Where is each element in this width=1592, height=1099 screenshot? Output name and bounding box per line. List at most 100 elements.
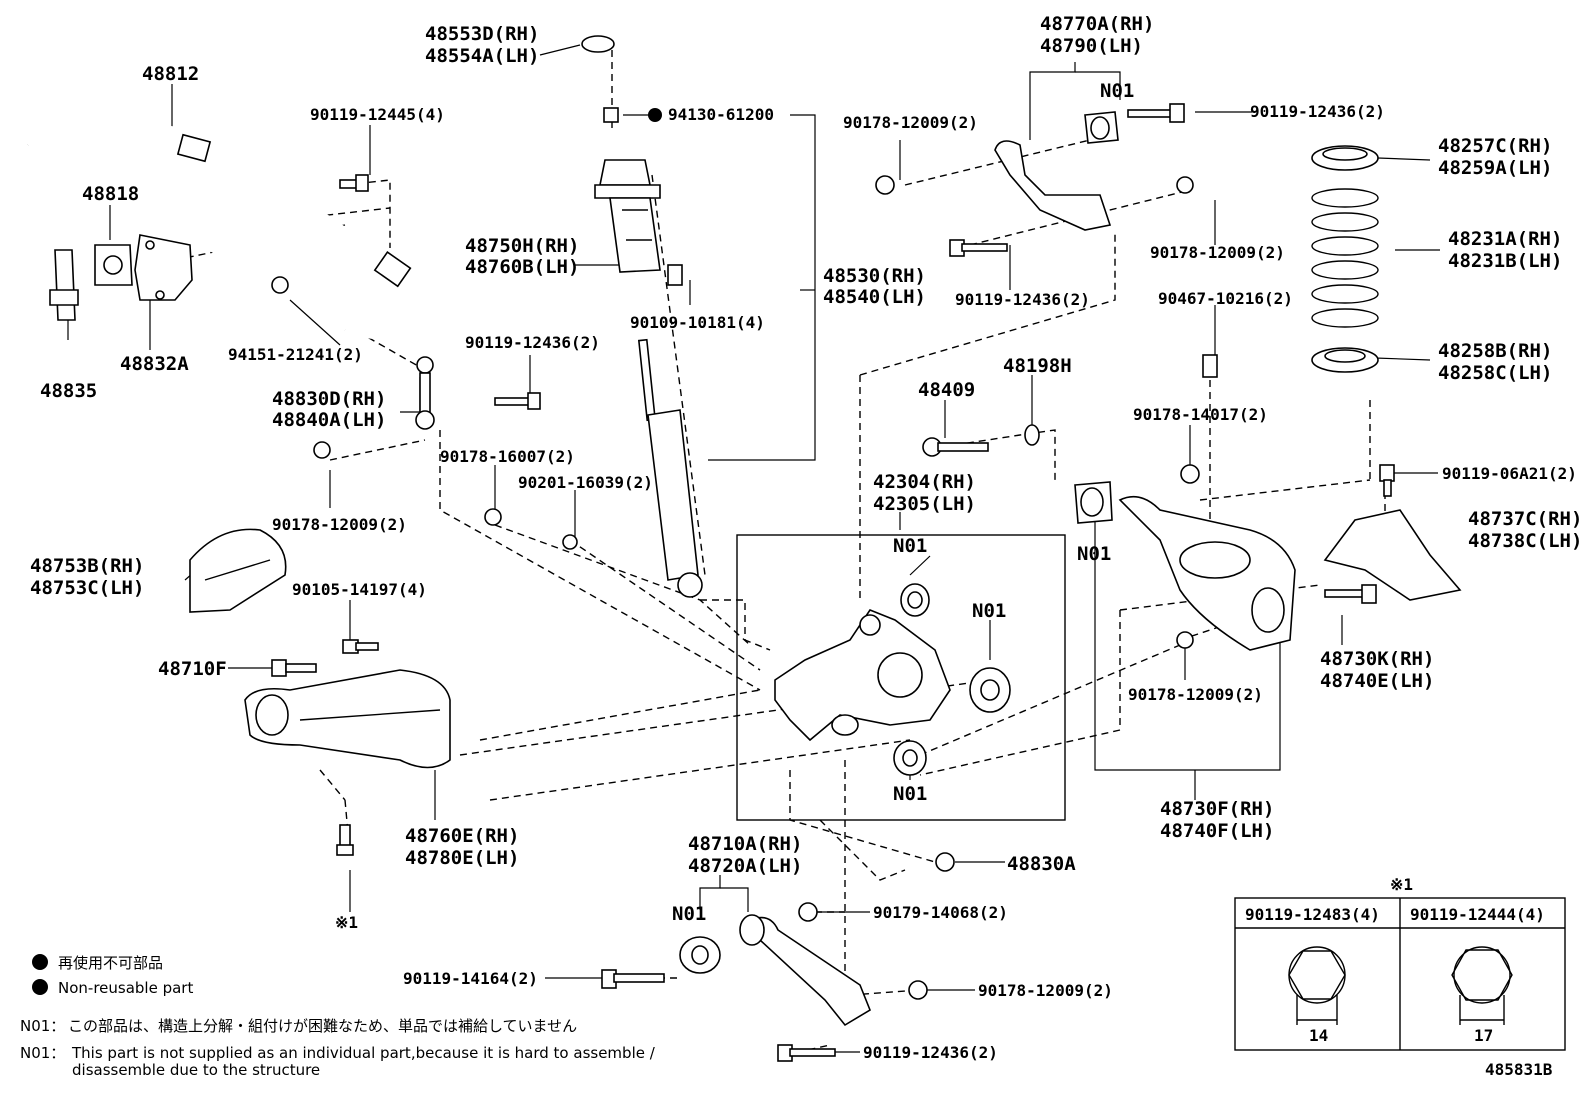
- label-n01-top[interactable]: N01: [1100, 80, 1134, 102]
- label-n01-low[interactable]: N01: [672, 903, 706, 925]
- bolt-48730k[interactable]: [1324, 584, 1377, 604]
- bushing-48818[interactable]: [94, 244, 133, 286]
- upper-arm-48770a[interactable]: [994, 140, 1112, 231]
- label-48818[interactable]: 48818: [82, 183, 139, 205]
- nut-90178-14017[interactable]: [1180, 464, 1200, 484]
- label-n01-box2[interactable]: N01: [972, 600, 1006, 622]
- label-42305[interactable]: 42305(LH): [873, 493, 976, 515]
- label-48259a[interactable]: 48259A(LH): [1438, 157, 1552, 179]
- nut-94151[interactable]: [271, 276, 289, 294]
- bushing-n01-box3[interactable]: [893, 740, 927, 776]
- label-n01-arm[interactable]: N01: [1077, 543, 1111, 565]
- label-48830d[interactable]: 48830D(RH): [272, 388, 386, 410]
- label-94130[interactable]: 94130-61200: [668, 105, 774, 124]
- label-48812[interactable]: 48812: [142, 63, 199, 85]
- shield-48737c[interactable]: [1323, 509, 1462, 601]
- cover-48753b[interactable]: [189, 528, 287, 613]
- label-90119-12436-mid[interactable]: 90119-12436(2): [955, 290, 1090, 309]
- label-48770a[interactable]: 48770A(RH): [1040, 13, 1154, 35]
- label-48840a[interactable]: 48840A(LH): [272, 409, 386, 431]
- label-48231a[interactable]: 48231A(RH): [1448, 228, 1562, 250]
- nut-90178-12009-left[interactable]: [313, 441, 331, 459]
- label-90109[interactable]: 90109-10181(4): [630, 313, 765, 332]
- label-90178-14017[interactable]: 90178-14017(2): [1133, 405, 1268, 424]
- bracket-48832a[interactable]: [134, 234, 193, 301]
- knuckle-42304[interactable]: [774, 609, 951, 742]
- label-48790[interactable]: 48790(LH): [1040, 35, 1143, 57]
- label-90178-12009-left[interactable]: 90178-12009(2): [272, 515, 407, 534]
- nut-90179-14068[interactable]: [798, 902, 818, 922]
- stabilizer-bar-48812[interactable]: [23, 122, 426, 341]
- label-90178-12009-low[interactable]: 90178-12009(2): [978, 981, 1113, 1000]
- label-90201[interactable]: 90201-16039(2): [518, 473, 653, 492]
- label-48750h[interactable]: 48750H(RH): [465, 235, 579, 257]
- label-48720a[interactable]: 48720A(LH): [688, 855, 802, 877]
- bushing-n01-box2[interactable]: [969, 667, 1011, 713]
- label-48231b[interactable]: 48231B(LH): [1448, 250, 1562, 272]
- label-90178-12009-upper[interactable]: 90178-12009(2): [843, 113, 978, 132]
- label-90178-12009-upper-right[interactable]: 90178-12009(2): [1150, 243, 1285, 262]
- label-90119-14164[interactable]: 90119-14164(2): [403, 969, 538, 988]
- label-48530[interactable]: 48530(RH): [823, 265, 926, 287]
- nut-90178-12009-upper-right[interactable]: [1176, 176, 1194, 194]
- bushing-n01-low[interactable]: [679, 936, 721, 974]
- label-48832a[interactable]: 48832A: [120, 353, 189, 375]
- label-48730k[interactable]: 48730K(RH): [1320, 648, 1434, 670]
- bushing-n01-upper[interactable]: [1084, 111, 1119, 144]
- label-90179[interactable]: 90179-14068(2): [873, 903, 1008, 922]
- label-48780e[interactable]: 48780E(LH): [405, 847, 519, 869]
- label-48258c[interactable]: 48258C(LH): [1438, 362, 1552, 384]
- label-48540[interactable]: 48540(LH): [823, 286, 926, 308]
- bolt-90467-10216[interactable]: [1202, 354, 1218, 378]
- bolt-ref1-left[interactable]: [336, 824, 354, 856]
- bolt-48409[interactable]: [922, 437, 989, 457]
- bolt-90119-12436-mid[interactable]: [949, 239, 1008, 257]
- shock-absorber-48530[interactable]: [637, 338, 703, 598]
- label-48830a[interactable]: 48830A: [1007, 853, 1076, 875]
- label-90105[interactable]: 90105-14197(4): [292, 580, 427, 599]
- label-90178-16007[interactable]: 90178-16007(2): [440, 447, 575, 466]
- nut-90178-12009-arm[interactable]: [1176, 631, 1194, 649]
- label-48710a[interactable]: 48710A(RH): [688, 833, 802, 855]
- label-ref1-left[interactable]: ※1: [335, 913, 358, 932]
- label-48738c[interactable]: 48738C(LH): [1468, 530, 1582, 552]
- bolt-48710f[interactable]: [271, 659, 317, 677]
- label-48409[interactable]: 48409: [918, 379, 975, 401]
- label-90467[interactable]: 90467-10216(2): [1158, 289, 1293, 308]
- label-48740e[interactable]: 48740E(LH): [1320, 670, 1434, 692]
- control-arm-48760e[interactable]: [244, 669, 451, 769]
- bushing-n01-box1[interactable]: [900, 583, 930, 617]
- label-48835[interactable]: 48835: [40, 380, 97, 402]
- bolt-90119-12436-link[interactable]: [494, 392, 541, 410]
- label-48730f[interactable]: 48730F(RH): [1160, 798, 1274, 820]
- label-90119-12436-upper[interactable]: 90119-12436(2): [1250, 102, 1385, 121]
- nut-48830a[interactable]: [935, 852, 955, 872]
- nut-90178-12009-low[interactable]: [908, 980, 928, 1000]
- label-48710f[interactable]: 48710F: [158, 658, 227, 680]
- label-48753b[interactable]: 48753B(RH): [30, 555, 144, 577]
- lower-arm-48730f[interactable]: [1118, 495, 1296, 651]
- label-48740f[interactable]: 48740F(LH): [1160, 820, 1274, 842]
- bolt-90105-14197[interactable]: [342, 639, 379, 654]
- bolt-90119-12445[interactable]: [339, 174, 369, 192]
- bolt-90119-12436-low[interactable]: [777, 1044, 836, 1062]
- label-n01-box1[interactable]: N01: [893, 535, 927, 557]
- washer-48198h[interactable]: [1024, 424, 1040, 446]
- label-48198h[interactable]: 48198H: [1003, 355, 1072, 377]
- label-48753c[interactable]: 48753C(LH): [30, 577, 144, 599]
- label-48737c[interactable]: 48737C(RH): [1468, 508, 1582, 530]
- bolt-90119-12436-upper[interactable]: [1127, 103, 1185, 123]
- label-90178-12009-arm[interactable]: 90178-12009(2): [1128, 685, 1263, 704]
- label-48760e[interactable]: 48760E(RH): [405, 825, 519, 847]
- bushing-n01-arm[interactable]: [1074, 481, 1113, 524]
- label-94151[interactable]: 94151-21241(2): [228, 345, 363, 364]
- cap-48553d[interactable]: [581, 35, 615, 53]
- label-90119-12445[interactable]: 90119-12445(4): [310, 105, 445, 124]
- label-48257c[interactable]: 48257C(RH): [1438, 135, 1552, 157]
- bolt-90109-10181[interactable]: [667, 264, 683, 286]
- label-48553d[interactable]: 48553D(RH): [425, 23, 539, 45]
- stabilizer-link-48830d[interactable]: [415, 356, 435, 430]
- coil-spring-48231a[interactable]: [1311, 188, 1379, 328]
- label-90119-12436-low[interactable]: 90119-12436(2): [863, 1043, 998, 1062]
- label-48554a[interactable]: 48554A(LH): [425, 45, 539, 67]
